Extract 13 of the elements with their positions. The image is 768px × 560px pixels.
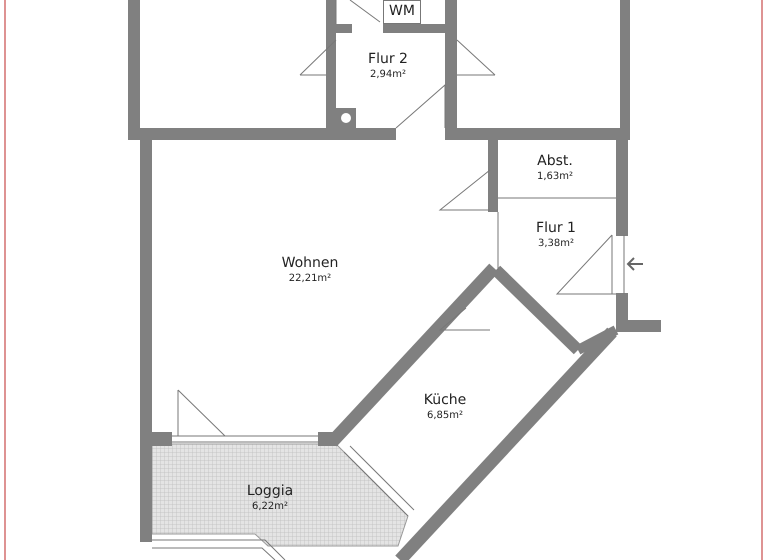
room-area: 6,85m² <box>424 409 466 422</box>
room-name: Küche <box>424 392 466 409</box>
room-name: Flur 2 <box>368 51 408 68</box>
room-name: Abst. <box>537 153 573 170</box>
room-area: 6,22m² <box>246 500 294 513</box>
room-name: Loggia <box>246 483 294 500</box>
room-name: Flur 1 <box>536 220 576 237</box>
room-area: 1,63m² <box>537 170 573 183</box>
room-area: 3,38m² <box>536 237 576 250</box>
room-area: 22,21m² <box>282 272 338 285</box>
room-name: Wohnen <box>282 255 338 272</box>
appliance-box: WM <box>383 0 421 24</box>
room-area: 2,94m² <box>368 68 408 81</box>
